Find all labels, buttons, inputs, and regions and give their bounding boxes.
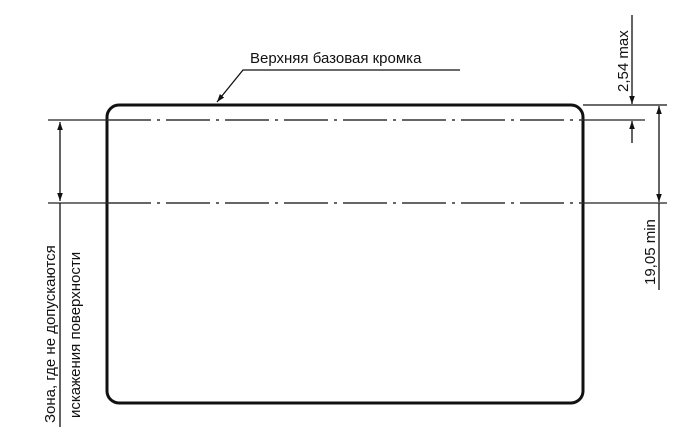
title-label: Верхняя базовая кромка	[250, 50, 422, 67]
card-outline	[105, 103, 585, 405]
dimension-top-label: 2,54 max	[615, 30, 632, 92]
zone-label-line2: искажения поверхности	[67, 252, 84, 418]
title-leader-line	[216, 69, 460, 103]
dimension-right-label: 19,05 min	[642, 219, 659, 285]
zone-label-line1: Зона, где не допускаются	[42, 245, 59, 423]
